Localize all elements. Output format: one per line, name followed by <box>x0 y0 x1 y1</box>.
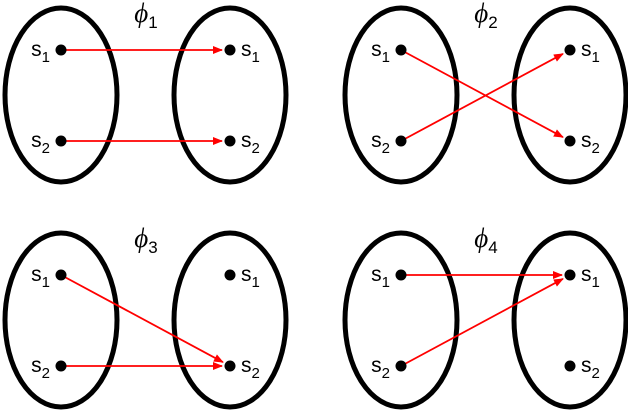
domain-dot-s1 <box>395 44 407 56</box>
domain-label-s1: s1 <box>371 38 390 66</box>
domain-dot-s1 <box>55 44 67 56</box>
domain-label-s2: s2 <box>31 129 50 157</box>
arrow-s2-to-s1 <box>400 53 564 142</box>
domain-set-ellipse <box>2 230 120 410</box>
codomain-label-s1: s1 <box>241 38 260 66</box>
codomain-label-s2: s2 <box>241 354 260 382</box>
domain-label-s2: s2 <box>31 354 50 382</box>
domain-label-s2: s2 <box>371 129 390 157</box>
domain-set-ellipse <box>342 5 460 185</box>
codomain-dot-s1 <box>564 269 576 281</box>
codomain-label-s2: s2 <box>241 129 260 157</box>
mapping-title: ϕ1 <box>134 0 157 32</box>
mapping-panel-phi3: ϕ3 s1 s1 s2 s2 <box>2 223 289 410</box>
codomain-set-ellipse <box>171 5 289 185</box>
codomain-set-ellipse <box>171 230 289 410</box>
codomain-dot-s2 <box>564 360 576 372</box>
arrow-s2-to-s1 <box>400 278 564 367</box>
codomain-label-s2: s2 <box>581 354 600 382</box>
domain-set-ellipse <box>2 5 120 185</box>
codomain-label-s1: s1 <box>241 263 260 291</box>
domain-label-s1: s1 <box>31 263 50 291</box>
domain-dot-s2 <box>55 360 67 372</box>
codomain-label-s2: s2 <box>581 129 600 157</box>
codomain-label-s1: s1 <box>581 38 600 66</box>
arrow-s1-to-s2 <box>400 49 564 138</box>
domain-dot-s2 <box>395 135 407 147</box>
domain-label-s2: s2 <box>371 354 390 382</box>
domain-label-s1: s1 <box>31 38 50 66</box>
codomain-dot-s1 <box>224 269 236 281</box>
codomain-dot-s1 <box>224 44 236 56</box>
mapping-panel-phi4: ϕ4 s1 s1 s2 s2 <box>342 223 628 410</box>
domain-dot-s1 <box>55 269 67 281</box>
codomain-set-ellipse <box>511 5 628 185</box>
domain-label-s1: s1 <box>371 263 390 291</box>
codomain-label-s1: s1 <box>581 263 600 291</box>
domain-dot-s2 <box>55 135 67 147</box>
domain-set-ellipse <box>342 230 460 410</box>
mapping-panel-phi1: ϕ1 s1 s1 s2 s2 <box>2 0 289 185</box>
domain-dot-s1 <box>395 269 407 281</box>
mapping-panel-phi2: ϕ2 s1 s1 s2 s2 <box>342 0 628 185</box>
codomain-dot-s2 <box>224 360 236 372</box>
codomain-dot-s2 <box>224 135 236 147</box>
mapping-title: ϕ2 <box>474 0 497 32</box>
mapping-title: ϕ4 <box>474 223 497 257</box>
codomain-dot-s2 <box>564 135 576 147</box>
codomain-dot-s1 <box>564 44 576 56</box>
codomain-set-ellipse <box>511 230 628 410</box>
arrow-s1-to-s2 <box>60 274 224 363</box>
domain-dot-s2 <box>395 360 407 372</box>
mapping-title: ϕ3 <box>134 223 157 257</box>
